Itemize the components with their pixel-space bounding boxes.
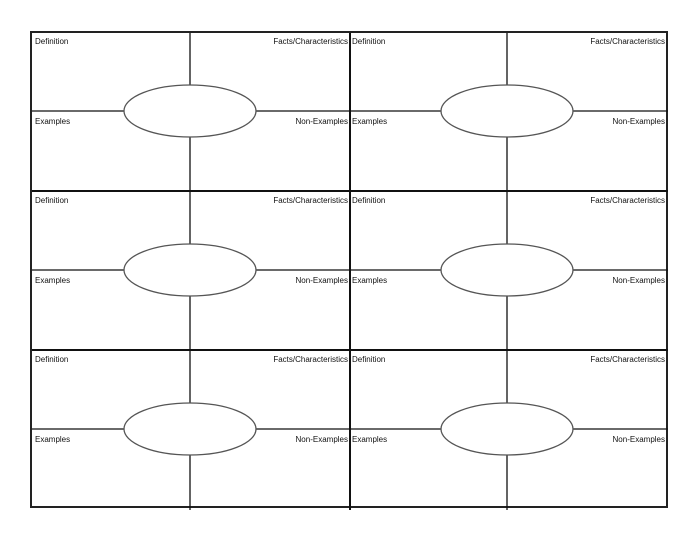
facts-characteristics-label: Facts/Characteristics — [273, 355, 348, 364]
frayer-diagram-lines — [349, 192, 668, 351]
definition-label: Definition — [35, 37, 69, 46]
center-word-oval[interactable] — [440, 402, 574, 456]
non-examples-label: Non-Examples — [295, 276, 348, 285]
examples-label: Examples — [352, 117, 388, 126]
frayer-diagram-lines — [349, 33, 668, 192]
examples-label: Examples — [35, 117, 71, 126]
frayer-diagram-lines — [349, 351, 668, 510]
center-word-oval[interactable] — [440, 243, 574, 297]
frayer-model-5: Definition Facts/Characteristics Example… — [32, 351, 351, 510]
frayer-model-3: Definition Facts/Characteristics Example… — [32, 192, 351, 351]
facts-characteristics-label: Facts/Characteristics — [273, 196, 348, 205]
frayer-model-sheet: Definition Facts/Characteristics Example… — [30, 31, 668, 510]
frayer-diagram-lines — [32, 351, 351, 510]
definition-label: Definition — [352, 196, 386, 205]
facts-characteristics-label: Facts/Characteristics — [590, 37, 665, 46]
facts-characteristics-label: Facts/Characteristics — [590, 196, 665, 205]
examples-label: Examples — [352, 435, 388, 444]
facts-characteristics-label: Facts/Characteristics — [273, 37, 348, 46]
center-word-oval[interactable] — [123, 84, 257, 138]
non-examples-label: Non-Examples — [295, 117, 348, 126]
center-word-oval[interactable] — [123, 243, 257, 297]
definition-label: Definition — [352, 37, 386, 46]
frayer-diagram-lines — [32, 33, 351, 192]
definition-label: Definition — [35, 355, 69, 364]
examples-label: Examples — [35, 276, 71, 285]
center-word-oval[interactable] — [123, 402, 257, 456]
examples-label: Examples — [35, 435, 71, 444]
frayer-diagram-lines — [32, 192, 351, 351]
definition-label: Definition — [352, 355, 386, 364]
center-word-oval[interactable] — [440, 84, 574, 138]
definition-label: Definition — [35, 196, 69, 205]
non-examples-label: Non-Examples — [612, 435, 665, 444]
non-examples-label: Non-Examples — [295, 435, 348, 444]
frayer-model-1: Definition Facts/Characteristics Example… — [32, 33, 351, 192]
frayer-model-2: Definition Facts/Characteristics Example… — [349, 33, 668, 192]
non-examples-label: Non-Examples — [612, 117, 665, 126]
examples-label: Examples — [352, 276, 388, 285]
facts-characteristics-label: Facts/Characteristics — [590, 355, 665, 364]
frayer-model-6: Definition Facts/Characteristics Example… — [349, 351, 668, 510]
non-examples-label: Non-Examples — [612, 276, 665, 285]
frayer-model-4: Definition Facts/Characteristics Example… — [349, 192, 668, 351]
